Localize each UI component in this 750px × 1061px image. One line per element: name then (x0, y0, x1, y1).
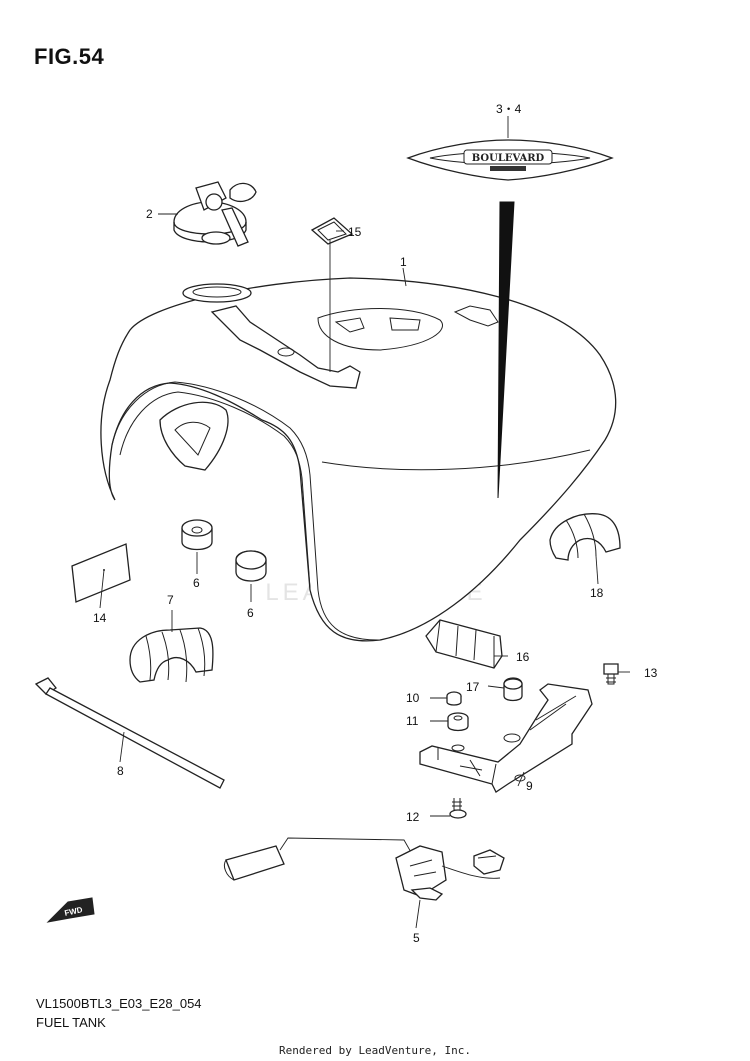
cushion-damper-b (235, 550, 267, 582)
emblem-text: BOULEVARD (472, 153, 545, 164)
callout-2: 2 (146, 207, 153, 221)
tank-bracket (419, 683, 593, 793)
cushion-damper-a (181, 519, 213, 551)
tank-stripe-decal (497, 201, 515, 499)
information-label (71, 543, 131, 603)
callout-12: 12 (406, 810, 420, 824)
callout-7: 7 (167, 593, 174, 607)
figure-code: VL1500BTL3_E03_E28_054 (36, 996, 202, 1011)
callout-6-damper-b: 6 (247, 606, 254, 620)
callout-11: 11 (406, 714, 419, 728)
tank-cushion-rear (129, 627, 214, 683)
callout-17: 17 (466, 680, 480, 694)
mounting-bolt-13 (603, 663, 619, 685)
callout-10: 10 (406, 691, 420, 705)
tank-cushion-front (549, 513, 621, 561)
caution-label (310, 217, 354, 245)
boulevard-emblem: BOULEVARD (406, 139, 614, 181)
callout-16: 16 (516, 650, 530, 664)
fuel-cap (173, 181, 257, 247)
callout-3-4: 3・4 (496, 102, 522, 116)
callout-5: 5 (413, 931, 420, 945)
screw-12 (449, 798, 467, 819)
fuel-tank (100, 277, 617, 642)
fuel-level-gauge (223, 837, 505, 901)
grommet-11 (447, 712, 469, 732)
render-credit: Rendered by LeadVenture, Inc. (278, 1044, 472, 1057)
fwd-arrow-icon: FWD (46, 897, 95, 923)
callout-15: 15 (348, 225, 362, 239)
callout-numbers: 1 2 3・4 5 6 6 7 8 9 10 11 12 13 14 15 16… (93, 102, 658, 945)
callout-9: 9 (526, 779, 533, 793)
callout-6-damper-a: 6 (193, 576, 200, 590)
tank-cushion-block (425, 619, 503, 669)
rubber-bumper (503, 677, 523, 702)
callout-8: 8 (117, 764, 124, 778)
figure-title: FIG.54 (34, 44, 105, 69)
callout-14: 14 (93, 611, 107, 625)
callout-18: 18 (590, 586, 604, 600)
cable-tie (34, 677, 225, 789)
callout-13: 13 (644, 666, 658, 680)
callout-leaders (99, 116, 630, 929)
figure-name: FUEL TANK (36, 1015, 106, 1030)
nut-10 (446, 691, 462, 706)
callout-1: 1 (400, 255, 407, 269)
fwd-label: FWD (64, 905, 84, 918)
